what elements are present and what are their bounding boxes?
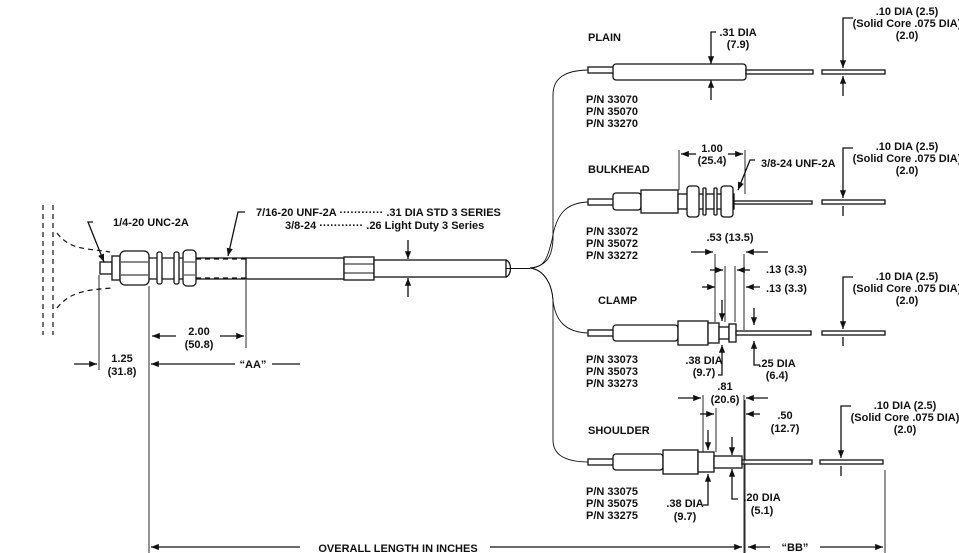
part-number: P/N 33270 bbox=[586, 118, 638, 130]
variant-plain: PLAIN .31 DIA (7.9) P/N 33070 P/N 35070 … bbox=[586, 27, 814, 130]
thread-label-1-4-20: 1/4-20 UNC-2A bbox=[113, 217, 189, 229]
variant-name: BULKHEAD bbox=[588, 164, 650, 176]
tip-mm: (2.0) bbox=[896, 295, 919, 307]
part-number: P/N 33273 bbox=[586, 378, 638, 390]
tip-solid-core: (Solid Core .075 DIA) bbox=[851, 412, 959, 424]
dim-dia2-mm: (6.4) bbox=[766, 370, 789, 382]
dim-dia2: .25 DIA bbox=[758, 358, 795, 370]
fitting-note-line1: 7/16-20 UNF-2A ············ .31 DIA STD … bbox=[256, 207, 501, 219]
dim-2-00-in: 2.00 bbox=[188, 326, 209, 338]
dim-len-mm: (25.4) bbox=[698, 155, 727, 167]
variant-shoulder: SHOULDER .81 (20.6) .50 (12.7) .38 DIA (… bbox=[586, 381, 813, 553]
tip-detail-1: .10 DIA (2.5) (Solid Core .075 DIA) (2.0… bbox=[821, 6, 959, 96]
part-number: P/N 33275 bbox=[586, 510, 638, 522]
tip-detail-2: .10 DIA (2.5) (Solid Core .075 DIA) (2.0… bbox=[821, 141, 959, 216]
part-number: P/N 35073 bbox=[586, 366, 638, 378]
dim-len: 1.00 bbox=[701, 143, 722, 155]
tip-detail-3: .10 DIA (2.5) (Solid Core .075 DIA) (2.0… bbox=[821, 271, 959, 346]
tip-mm: (2.0) bbox=[894, 424, 917, 436]
tip-mm: (2.0) bbox=[896, 30, 919, 42]
dim-len-mm: (20.6) bbox=[711, 394, 740, 406]
dim-len: .81 bbox=[717, 381, 732, 393]
part-number: P/N 35072 bbox=[586, 238, 638, 250]
dim-sh: .50 bbox=[777, 410, 792, 422]
variant-clamp: CLAMP .53 (13.5) .13 (3.3) .13 (3.3) .38… bbox=[586, 232, 812, 390]
dim-1-25-mm: (31.8) bbox=[108, 366, 137, 378]
main-probe-assembly bbox=[99, 249, 530, 287]
wire-branches bbox=[529, 69, 600, 463]
dim-dia: .31 DIA bbox=[719, 27, 756, 39]
dim-dia1: .38 DIA bbox=[685, 355, 722, 367]
tip-detail-4: .10 DIA (2.5) (Solid Core .075 DIA) (2.0… bbox=[819, 400, 959, 476]
variant-bulkhead: BULKHEAD 1.00 (25.4) 3/8-24 UNF-2A P/N 3… bbox=[586, 143, 836, 262]
dim-sh-mm: (12.7) bbox=[771, 423, 800, 435]
variant-name: PLAIN bbox=[588, 32, 621, 44]
tip-dia: .10 DIA (2.5) bbox=[874, 400, 937, 412]
fitting-note-line2: 3/8-24 ············ .26 Light Duty 3 Ser… bbox=[285, 220, 484, 232]
tip-solid-core: (Solid Core .075 DIA) bbox=[853, 18, 959, 30]
dim-w1: .13 (3.3) bbox=[766, 264, 807, 276]
part-number: P/N 33073 bbox=[586, 354, 638, 366]
tip-solid-core: (Solid Core .075 DIA) bbox=[853, 153, 959, 165]
tip-mm: (2.0) bbox=[896, 165, 919, 177]
part-number: P/N 33075 bbox=[586, 486, 638, 498]
tip-dia: .10 DIA (2.5) bbox=[876, 141, 939, 153]
dim-dia1: .38 DIA bbox=[666, 498, 703, 510]
dim-1-25-in: 1.25 bbox=[111, 353, 132, 365]
dim-w2: .13 (3.3) bbox=[766, 283, 807, 295]
part-number: P/N 33272 bbox=[586, 250, 638, 262]
part-number: P/N 35075 bbox=[586, 498, 638, 510]
overall-length-label: OVERALL LENGTH IN INCHES bbox=[318, 543, 477, 553]
dim-dia-mm: (7.9) bbox=[727, 39, 750, 51]
dim-bb: “BB” bbox=[782, 542, 809, 553]
part-number: P/N 33072 bbox=[586, 226, 638, 238]
dim-aa: “AA” bbox=[240, 359, 267, 371]
thread-label: 3/8-24 UNF-2A bbox=[761, 158, 836, 170]
mounting-wall bbox=[42, 205, 113, 335]
dim-dia2-mm: (5.1) bbox=[751, 505, 774, 517]
part-number: P/N 35070 bbox=[586, 106, 638, 118]
variant-name: SHOULDER bbox=[588, 425, 650, 437]
variant-name: CLAMP bbox=[598, 295, 637, 307]
part-number: P/N 33070 bbox=[586, 94, 638, 106]
dim-dia1-mm: (9.7) bbox=[674, 511, 697, 523]
dim-dia2: .20 DIA bbox=[743, 492, 780, 504]
tip-solid-core: (Solid Core .075 DIA) bbox=[853, 283, 959, 295]
dim-len: .53 (13.5) bbox=[706, 232, 753, 244]
dim-2-00-mm: (50.8) bbox=[185, 339, 214, 351]
dim-dia1-mm: (9.7) bbox=[693, 367, 716, 379]
tip-dia: .10 DIA (2.5) bbox=[876, 6, 939, 18]
tip-dia: .10 DIA (2.5) bbox=[876, 271, 939, 283]
